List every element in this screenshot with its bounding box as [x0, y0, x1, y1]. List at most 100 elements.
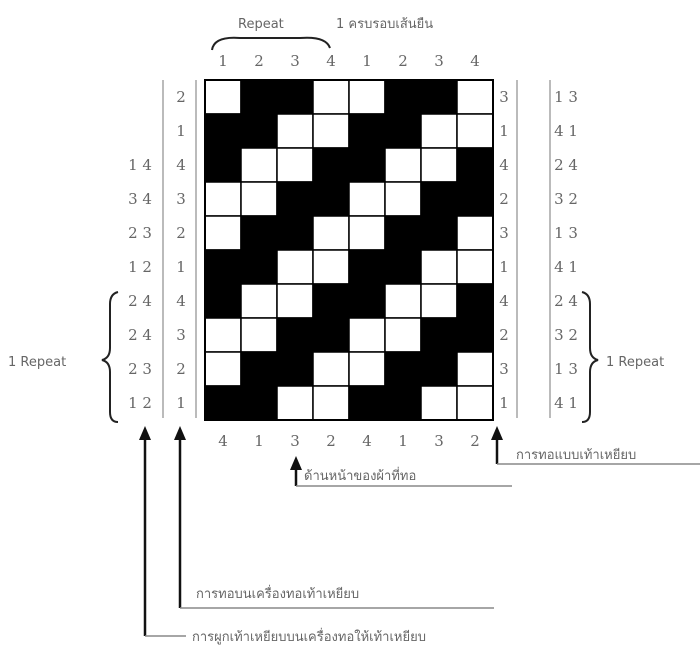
- grid-cell: [384, 283, 422, 319]
- grid-cell: [384, 317, 422, 353]
- grid-cell: [276, 215, 314, 251]
- grid-cell: [276, 181, 314, 217]
- arrow-right-annotation: [491, 426, 700, 465]
- bottom-heddle-number: 3: [434, 432, 444, 450]
- grid-cell: [348, 215, 386, 251]
- grid-cell: [240, 351, 278, 387]
- grid-cell: [240, 147, 278, 183]
- middle-arrow-label: ด้านหน้าของผ้าที่ทอ: [304, 467, 416, 484]
- right-treadle-number: 1: [499, 122, 509, 140]
- grid-cell: [456, 181, 494, 217]
- grid-cell: [456, 113, 494, 149]
- bottom-arrow-label: การผูกเท้าเหยียบบนเครื่องทอให้เท้าเหยียบ: [192, 628, 426, 645]
- left-tie-pair: 3 4: [128, 190, 152, 208]
- weave-grid: [204, 79, 494, 421]
- top-column-number: 1: [362, 52, 372, 70]
- grid-cell: [240, 113, 278, 149]
- left-repeat-label: 1 Repeat: [8, 355, 66, 370]
- arrow-middle-annotation: [290, 456, 512, 487]
- grid-cell: [204, 317, 242, 353]
- grid-cell: [240, 181, 278, 217]
- top-column-number: 3: [290, 52, 300, 70]
- right-treadle-number: 1: [499, 258, 509, 276]
- grid-cell: [384, 181, 422, 217]
- bottom-heddle-number: 4: [218, 432, 228, 450]
- grid-cell: [348, 249, 386, 285]
- left-tie-pair: 1 2: [128, 258, 152, 276]
- grid-cell: [276, 351, 314, 387]
- grid-cell: [276, 317, 314, 353]
- bottom-heddle-number: 1: [398, 432, 408, 450]
- grid-cell: [420, 249, 458, 285]
- left-tie-pair: 1 4: [128, 156, 152, 174]
- grid-cell: [456, 79, 494, 115]
- right-tie-pair: 4 1: [554, 122, 578, 140]
- left-tie-pair: 2 3: [128, 360, 152, 378]
- right-tie-pair: 2 4: [554, 156, 578, 174]
- grid-cell: [240, 249, 278, 285]
- grid-cell: [312, 113, 350, 149]
- left-treadle-number: 1: [176, 258, 186, 276]
- grid-cell: [204, 215, 242, 251]
- right-tie-pair: 3 2: [554, 190, 578, 208]
- grid-cell: [384, 147, 422, 183]
- grid-cell: [348, 181, 386, 217]
- grid-cell: [420, 385, 458, 421]
- grid-cell: [384, 215, 422, 251]
- right-arrow-label: การทอแบบเท้าเหยียบ: [516, 447, 636, 463]
- right-treadle-number: 2: [499, 326, 509, 344]
- right-treadle-number: 3: [499, 224, 509, 242]
- grid-cell: [420, 113, 458, 149]
- grid-cell: [348, 283, 386, 319]
- top-repeat-label: Repeat: [238, 17, 284, 32]
- left-tie-pair: 2 3: [128, 224, 152, 242]
- top-column-number: 3: [434, 52, 444, 70]
- grid-cell: [384, 79, 422, 115]
- arrow-bottom-annotation: [139, 426, 186, 637]
- grid-cell: [456, 147, 494, 183]
- grid-cell: [312, 283, 350, 319]
- left-tie-pair: 1 2: [128, 394, 152, 412]
- grid-cell: [348, 317, 386, 353]
- left-repeat-brace: [101, 291, 119, 423]
- arrow-lower-annotation: [174, 426, 494, 609]
- grid-cell: [348, 113, 386, 149]
- right-tie-pair: 3 2: [554, 326, 578, 344]
- left-tie-pair: 2 4: [128, 292, 152, 310]
- grid-cell: [384, 113, 422, 149]
- grid-cell: [312, 181, 350, 217]
- grid-cell: [456, 215, 494, 251]
- bottom-heddle-number: 2: [470, 432, 480, 450]
- grid-cell: [312, 215, 350, 251]
- grid-cell: [204, 79, 242, 115]
- left-treadle-number: 4: [176, 156, 186, 174]
- right-tie-pair: 4 1: [554, 394, 578, 412]
- grid-cell: [204, 351, 242, 387]
- right-tie-pair: 1 3: [554, 224, 578, 242]
- grid-cell: [348, 351, 386, 387]
- left-treadle-number: 2: [176, 88, 186, 106]
- grid-cell: [456, 283, 494, 319]
- right-repeat-label: 1 Repeat: [606, 355, 664, 370]
- right-tie-pair: 1 3: [554, 88, 578, 106]
- grid-cell: [240, 385, 278, 421]
- grid-cell: [312, 147, 350, 183]
- right-repeat-brace: [581, 291, 599, 423]
- grid-cell: [204, 147, 242, 183]
- top-column-number: 4: [470, 52, 480, 70]
- lower-arrow-label: การทอบนเครื่องทอเท้าเหยียบ: [196, 585, 359, 602]
- left-treadle-number: 4: [176, 292, 186, 310]
- right-tie-pairs: 1 34 12 43 21 34 12 43 21 34 1: [554, 88, 578, 412]
- right-treadle-number: 2: [499, 190, 509, 208]
- grid-cell: [204, 249, 242, 285]
- right-treadle-number: 3: [499, 88, 509, 106]
- top-thread-count-label: 1 ครบรอบเส้นยืน: [336, 16, 433, 32]
- left-tie-pairs: 1 43 42 31 22 42 42 31 2: [128, 156, 152, 412]
- grid-cell: [240, 79, 278, 115]
- grid-cell: [312, 351, 350, 387]
- grid-cell: [312, 317, 350, 353]
- grid-cell: [456, 351, 494, 387]
